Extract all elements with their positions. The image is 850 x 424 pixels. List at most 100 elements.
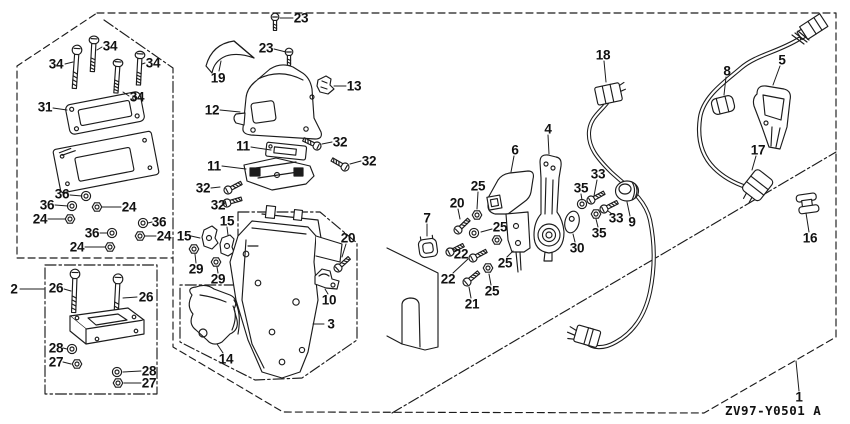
- leader-11: [251, 147, 271, 150]
- clamp-13: [317, 76, 334, 94]
- callout-34: 34: [102, 38, 118, 54]
- callout-36: 36: [151, 214, 167, 230]
- callout-26: 26: [48, 280, 64, 296]
- left-group-divider: [104, 20, 173, 258]
- clamp-15-b: [220, 235, 234, 256]
- callout-30: 30: [569, 240, 585, 256]
- leader-19: [219, 61, 221, 71]
- leader-36: [55, 205, 68, 206]
- leader-34: [65, 62, 73, 64]
- callout-11: 11: [207, 158, 221, 174]
- callout-25: 25: [497, 255, 513, 271]
- spacer-block: [70, 308, 144, 344]
- leader-35: [596, 219, 598, 227]
- leader-25: [477, 192, 478, 209]
- cover-12: [234, 65, 321, 139]
- leader-34: [142, 63, 145, 64]
- leader-22: [452, 248, 456, 251]
- notched-pad: [387, 248, 438, 350]
- callout-34: 34: [145, 55, 161, 71]
- leader-28: [123, 371, 141, 372]
- nut-29-b: [210, 257, 222, 267]
- callout-33: 33: [590, 166, 606, 182]
- screw-22-b: [467, 246, 489, 264]
- callout-35: 35: [573, 180, 589, 196]
- leader-5: [773, 66, 780, 85]
- bracket-3: [230, 206, 342, 378]
- leader-17: [752, 156, 756, 170]
- callout-36: 36: [54, 186, 70, 202]
- leader-29: [195, 254, 196, 263]
- leader-36: [70, 195, 82, 196]
- bracket-group-box: [180, 212, 357, 380]
- leader-31: [53, 108, 67, 110]
- screw-33-a: [584, 188, 607, 207]
- nut-35-b: [590, 209, 602, 219]
- leader-28: [63, 348, 67, 349]
- callout-16: 16: [802, 230, 818, 246]
- callout-14: 14: [218, 351, 234, 367]
- clamp-15-a: [202, 226, 218, 249]
- screw-20-b: [451, 216, 473, 237]
- callout-20: 20: [449, 195, 465, 211]
- callout-19: 19: [210, 70, 226, 86]
- connector-18: [594, 81, 627, 105]
- callout-23: 23: [293, 10, 309, 26]
- wire-18-end-plug: [566, 323, 601, 348]
- leader-18: [604, 61, 606, 82]
- callout-32: 32: [210, 197, 226, 213]
- leader-11: [222, 166, 246, 169]
- diagram-code: ZV97-Y0501 A: [725, 403, 822, 418]
- base-plate: [53, 131, 160, 193]
- cable-17-strain-relief: [792, 31, 809, 44]
- leader-22: [453, 259, 468, 273]
- callout-28: 28: [141, 363, 157, 379]
- callout-21: 21: [464, 296, 480, 312]
- leader-36: [148, 222, 152, 223]
- callout-25: 25: [470, 178, 486, 194]
- leader-10: [325, 289, 328, 294]
- callout-5: 5: [778, 52, 786, 68]
- callout-32: 32: [332, 134, 348, 150]
- leader-25: [507, 251, 513, 257]
- switch-wire-18: [566, 103, 654, 348]
- cable-17-end-connector: [737, 168, 774, 207]
- leader-9: [627, 202, 630, 216]
- mount-kit-box: [45, 265, 157, 394]
- callout-24: 24: [156, 228, 172, 244]
- leader-1: [796, 361, 799, 391]
- callout-32: 32: [361, 153, 377, 169]
- callout-36: 36: [84, 225, 100, 241]
- switch-8: [710, 95, 735, 116]
- callout-20: 20: [340, 230, 356, 246]
- leader-34: [123, 92, 129, 96]
- callout-27: 27: [48, 354, 64, 370]
- leader-32: [211, 187, 220, 188]
- callout-2: 2: [10, 281, 18, 297]
- leader-20: [342, 244, 346, 257]
- retainer-11-lower: [244, 158, 314, 190]
- callout-29: 29: [188, 261, 204, 277]
- leader-14: [217, 344, 223, 353]
- leader-32: [322, 142, 332, 144]
- switch-housing-5: [753, 86, 790, 149]
- leader-20: [458, 209, 460, 219]
- callout-17: 17: [750, 142, 766, 158]
- assembly-outline-border: [17, 13, 836, 413]
- callout-15: 15: [219, 213, 235, 229]
- callout-33: 33: [608, 210, 624, 226]
- leader-29: [217, 267, 218, 273]
- nut-29-a: [188, 244, 200, 254]
- leader-12: [220, 110, 240, 112]
- leader-30: [573, 234, 575, 242]
- callout-6: 6: [511, 142, 519, 158]
- grommet-16: [796, 193, 819, 215]
- leader-25: [489, 274, 491, 285]
- callout-24: 24: [32, 211, 48, 227]
- callout-29: 29: [210, 271, 226, 287]
- grip-6: [487, 171, 534, 272]
- leader-23: [274, 49, 286, 52]
- callout-12: 12: [204, 102, 220, 118]
